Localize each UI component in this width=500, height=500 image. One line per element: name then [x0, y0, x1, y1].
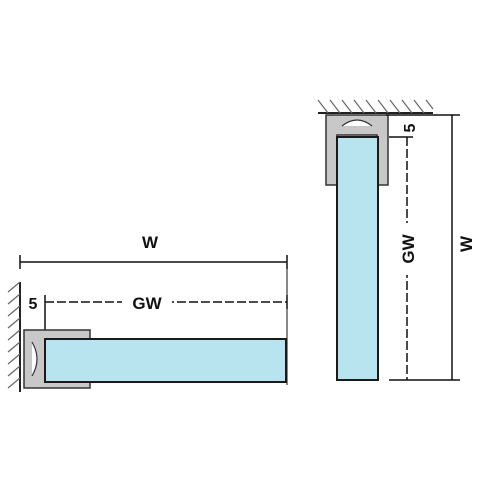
left-glass-pane	[44, 338, 287, 383]
right-offset-label: 5	[402, 123, 419, 132]
right-w-dimension	[386, 114, 460, 381]
left-w-label: W	[142, 233, 159, 252]
left-gw-label-bg	[122, 290, 172, 312]
right-gw-label-bg	[397, 223, 419, 275]
left-diagram: W GW 5	[7, 233, 288, 392]
right-ceiling	[317, 99, 434, 114]
right-diagram: GW 5 W	[317, 99, 476, 381]
left-wall	[7, 281, 21, 392]
right-glass-pane	[336, 136, 379, 381]
right-profile	[325, 114, 389, 186]
left-offset-label: 5	[29, 296, 38, 313]
left-wall-hatch	[7, 281, 21, 389]
right-gw-label: GW	[399, 233, 418, 263]
right-ceiling-hatch	[317, 99, 434, 114]
right-w-label: W	[457, 235, 476, 252]
left-gw-label: GW	[132, 294, 162, 313]
